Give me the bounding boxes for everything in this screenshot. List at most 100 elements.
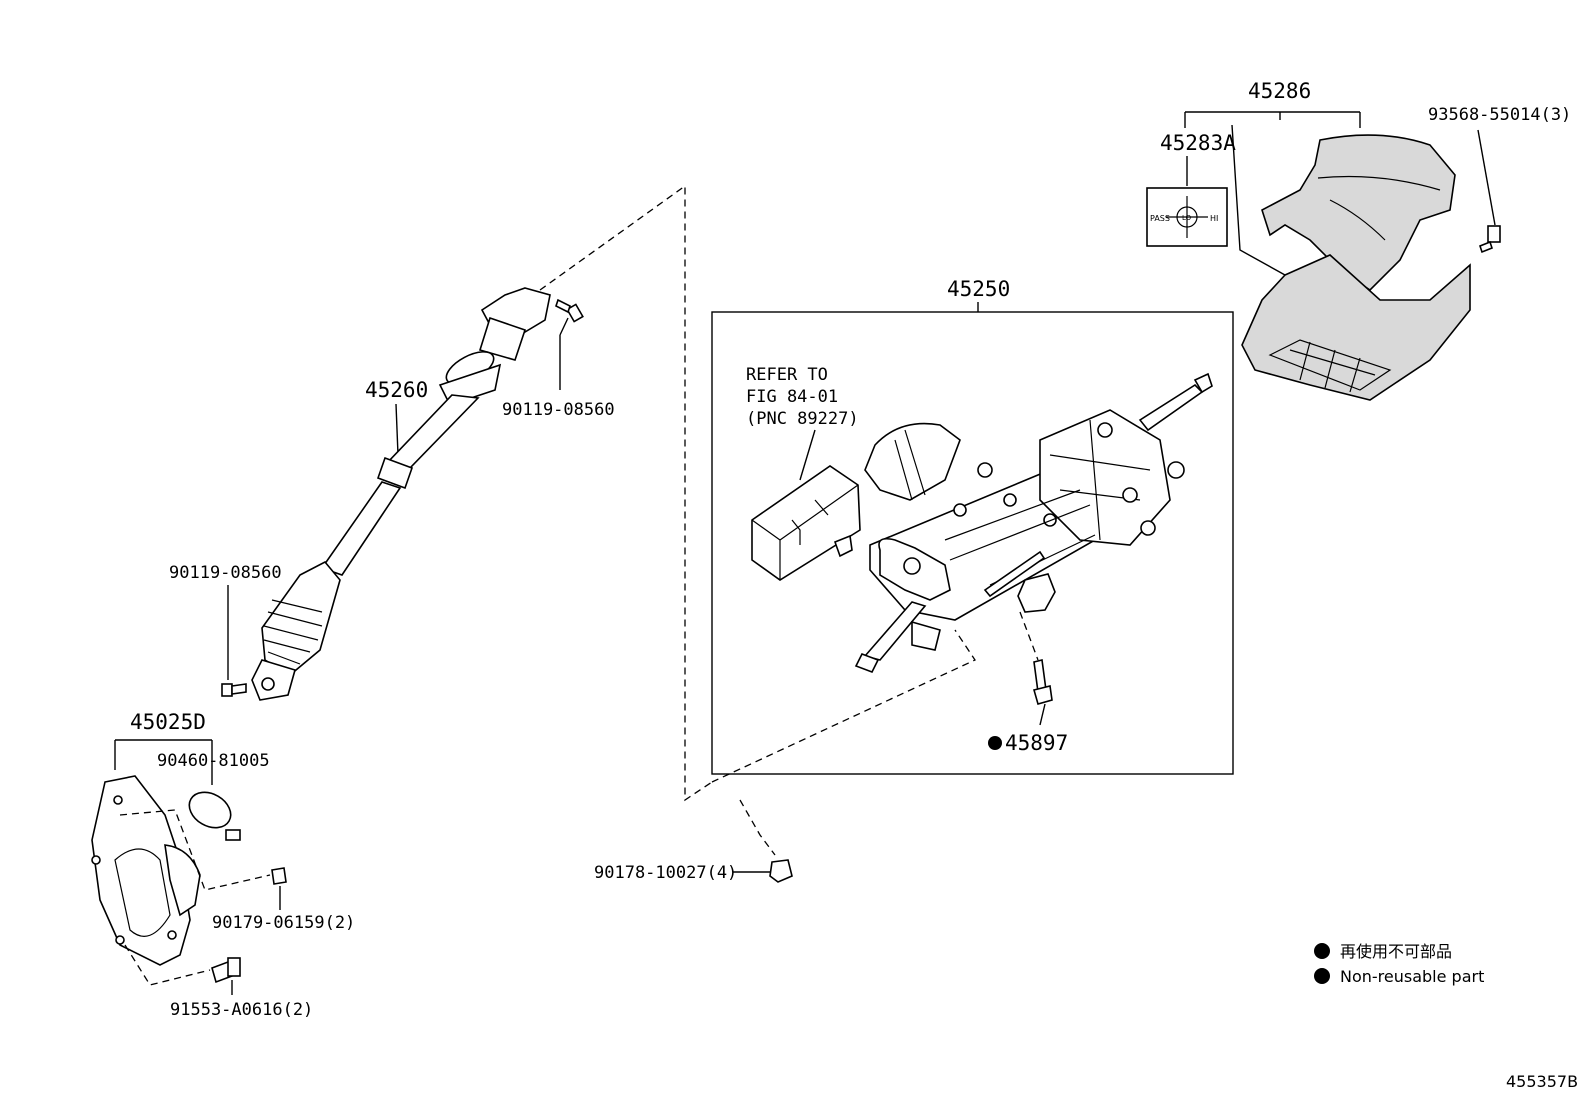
tube-sleeve bbox=[376, 456, 414, 490]
refer-note-line2: FIG 84-01 bbox=[746, 387, 838, 407]
hole-cover-group: 45025D 90460-81005 90179-06159(2) 91553-… bbox=[91, 710, 355, 1020]
switch-label-hi: HI bbox=[1210, 214, 1218, 223]
callout-93568: 93568-55014(3) bbox=[1428, 105, 1571, 125]
lower-shaft bbox=[863, 601, 927, 661]
control-module-body bbox=[751, 465, 861, 581]
cover-screw-icon bbox=[1479, 225, 1501, 254]
lower-yoke bbox=[251, 659, 296, 701]
bolt-upper-shank bbox=[555, 298, 571, 314]
housing-boss-4 bbox=[1167, 461, 1185, 479]
callout-45250: 45250 bbox=[947, 277, 1010, 301]
lower-tube bbox=[320, 481, 402, 576]
column-assy-frame bbox=[711, 311, 1234, 775]
lower-bracket bbox=[911, 620, 941, 651]
callout-bolt-upper: 90119-08560 bbox=[502, 400, 615, 420]
leader-45025d bbox=[114, 739, 213, 785]
callout-nut-cover: 90179-06159(2) bbox=[212, 913, 355, 933]
dash-bolt-cover bbox=[124, 944, 211, 986]
cover-hole-2 bbox=[91, 855, 101, 865]
callout-bolt-lower: 90119-08560 bbox=[169, 563, 282, 583]
refer-note-line3: (PNC 89227) bbox=[746, 409, 859, 429]
flange-hole bbox=[903, 557, 921, 575]
legend-dot-en bbox=[1314, 968, 1330, 984]
bolt-lower-shank bbox=[231, 683, 247, 695]
leader-refer-note bbox=[799, 429, 816, 481]
callout-clamp: 90460-81005 bbox=[157, 751, 270, 771]
legend: 再使用不可部品 Non-reusable part bbox=[1314, 942, 1484, 986]
callout-45260: 45260 bbox=[365, 378, 428, 402]
universal-joint-upper bbox=[478, 316, 527, 361]
column-nut-group: 90178-10027(4) bbox=[594, 799, 793, 883]
housing-boss-3 bbox=[1140, 520, 1156, 536]
legend-text-jp: 再使用不可部品 bbox=[1340, 942, 1452, 961]
lower-column-cover bbox=[1241, 254, 1471, 401]
column-assy-group: 45250 REFER TO FIG 84-01 (PNC 89227) bbox=[711, 277, 1234, 775]
bolt-lower-head bbox=[221, 683, 233, 697]
control-module bbox=[751, 465, 861, 581]
nut-cover-icon bbox=[271, 867, 287, 885]
boot-ribs bbox=[263, 599, 323, 665]
clamp-ring bbox=[188, 791, 232, 829]
tilt-lever bbox=[983, 550, 1046, 598]
bolt-cover-head bbox=[227, 957, 241, 977]
switch-label-pass: PASS bbox=[1150, 214, 1170, 223]
leader-45897 bbox=[1039, 703, 1046, 726]
tube-boss-1 bbox=[977, 462, 993, 478]
bolt-45897-head bbox=[1033, 685, 1053, 705]
switch-label-lo: LO bbox=[1182, 214, 1192, 222]
refer-note-line1: REFER TO bbox=[746, 365, 828, 385]
steering-column bbox=[854, 372, 1213, 674]
dash-column-to-shaft bbox=[539, 184, 713, 802]
upper-shaft bbox=[1138, 383, 1204, 432]
clamp-tab bbox=[225, 829, 241, 841]
nonreusable-marker bbox=[988, 736, 1002, 750]
hole-cover-opening bbox=[114, 848, 171, 937]
dash-column-nut bbox=[739, 799, 776, 856]
tube-boss-3 bbox=[953, 503, 967, 517]
legend-text-en: Non-reusable part bbox=[1340, 967, 1484, 986]
cover-screw-shank bbox=[1479, 240, 1493, 254]
dash-nut-cover bbox=[119, 809, 271, 891]
cover-hole-1 bbox=[113, 795, 123, 805]
hole-cover-plate bbox=[91, 775, 191, 966]
callout-bolt-cover: 91553-A0616(2) bbox=[170, 1000, 313, 1020]
upper-tube bbox=[386, 394, 480, 471]
cover-hole-3 bbox=[115, 935, 125, 945]
shaft-boot bbox=[261, 560, 341, 676]
cover-hole-4 bbox=[167, 930, 177, 940]
lower-cover-grip bbox=[1268, 339, 1392, 393]
control-module-detail bbox=[791, 499, 829, 545]
callout-column-nut: 90178-10027(4) bbox=[594, 863, 737, 883]
callout-45286: 45286 bbox=[1248, 79, 1311, 103]
leader-45260 bbox=[395, 403, 399, 456]
lower-yoke-hole bbox=[261, 677, 275, 691]
switch-plate: PASS LO HI bbox=[1146, 187, 1228, 247]
cover-screw-head bbox=[1487, 225, 1501, 243]
callout-45283a: 45283A bbox=[1160, 131, 1236, 155]
lower-shaft-spline bbox=[854, 652, 880, 674]
bolt-upper-icon bbox=[555, 298, 584, 323]
callout-45025d: 45025D bbox=[130, 710, 206, 734]
bolt-45897-icon bbox=[1033, 659, 1053, 705]
leader-45286 bbox=[1184, 111, 1361, 276]
column-nut-icon bbox=[769, 859, 793, 883]
dash-column-lower bbox=[711, 629, 976, 783]
switch-cross-icon bbox=[1166, 196, 1208, 238]
leader-93568 bbox=[1477, 129, 1496, 226]
upper-cover-edges bbox=[1317, 175, 1441, 241]
legend-dot-jp bbox=[1314, 943, 1330, 959]
upper-shaft-spline bbox=[1193, 372, 1213, 394]
illustration-id: 455357B bbox=[1506, 1072, 1578, 1091]
bolt-lower-icon bbox=[221, 683, 247, 697]
bolt-upper-head bbox=[566, 303, 584, 323]
upper-column-cover bbox=[1261, 134, 1456, 292]
column-cover-group: 45286 45283A PASS LO HI 93568-55014(3) bbox=[1146, 79, 1571, 401]
callout-45897: 45897 bbox=[1005, 731, 1068, 755]
column-bracket-upper bbox=[864, 422, 961, 501]
control-module-connector bbox=[833, 534, 853, 558]
hole-cover-boot bbox=[164, 844, 201, 917]
dash-45897 bbox=[1019, 611, 1039, 661]
tube-boss-2 bbox=[1003, 493, 1017, 507]
bracket-upper-edges bbox=[894, 429, 926, 501]
